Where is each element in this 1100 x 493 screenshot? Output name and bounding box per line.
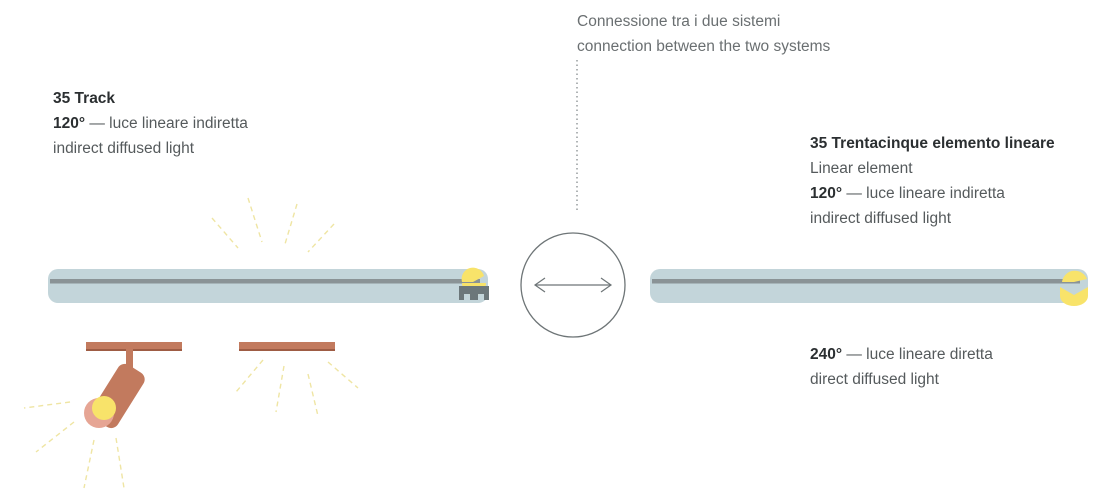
linear-desc-en: indirect diffused light — [810, 210, 952, 227]
double-arrow-icon — [533, 277, 613, 293]
direct-desc-it: — luce lineare diretta — [842, 346, 993, 363]
direct-note: 240° — luce lineare diretta direct diffu… — [810, 342, 993, 392]
direct-rays-linear — [235, 359, 359, 417]
linear-element-profile — [650, 269, 1088, 306]
track-desc-en: indirect diffused light — [53, 140, 195, 157]
direct-desc-en: direct diffused light — [810, 371, 939, 388]
linear-pendant — [239, 342, 335, 351]
track-angle: 120° — [53, 115, 86, 132]
linear-desc-it: — luce lineare indiretta — [842, 185, 1005, 202]
track-profile — [48, 267, 489, 303]
linear-end-light — [1060, 270, 1088, 306]
linear-note: 35 Trentacinque elemento lineare Linear … — [810, 131, 1055, 231]
track-desc-it: — luce lineare indiretta — [85, 115, 248, 132]
connection-note-en: connection between the two systems — [577, 38, 831, 55]
spot-rays — [23, 401, 125, 489]
direct-angle-line: 240° — luce lineare diretta — [810, 342, 993, 367]
track-title: 35 Track — [53, 90, 116, 107]
direct-angle: 240° — [810, 346, 843, 363]
spotlight — [84, 342, 182, 429]
linear-angle: 120° — [810, 185, 843, 202]
linear-angle-line: 120° — luce lineare indiretta — [810, 181, 1055, 206]
connection-note: Connessione tra i due sistemi connection… — [577, 9, 830, 59]
linear-title: 35 Trentacinque elemento lineare — [810, 135, 1055, 152]
linear-subtitle: Linear element — [810, 160, 913, 177]
track-angle-line: 120° — luce lineare indiretta — [53, 111, 248, 136]
connection-note-it: Connessione tra i due sistemi — [577, 13, 781, 30]
track-end-connector — [459, 267, 489, 300]
spot-light-source — [92, 396, 116, 420]
indirect-rays-track — [211, 197, 335, 253]
connection-symbol — [520, 232, 626, 338]
track-note: 35 Track 120° — luce lineare indiretta i… — [53, 86, 248, 161]
